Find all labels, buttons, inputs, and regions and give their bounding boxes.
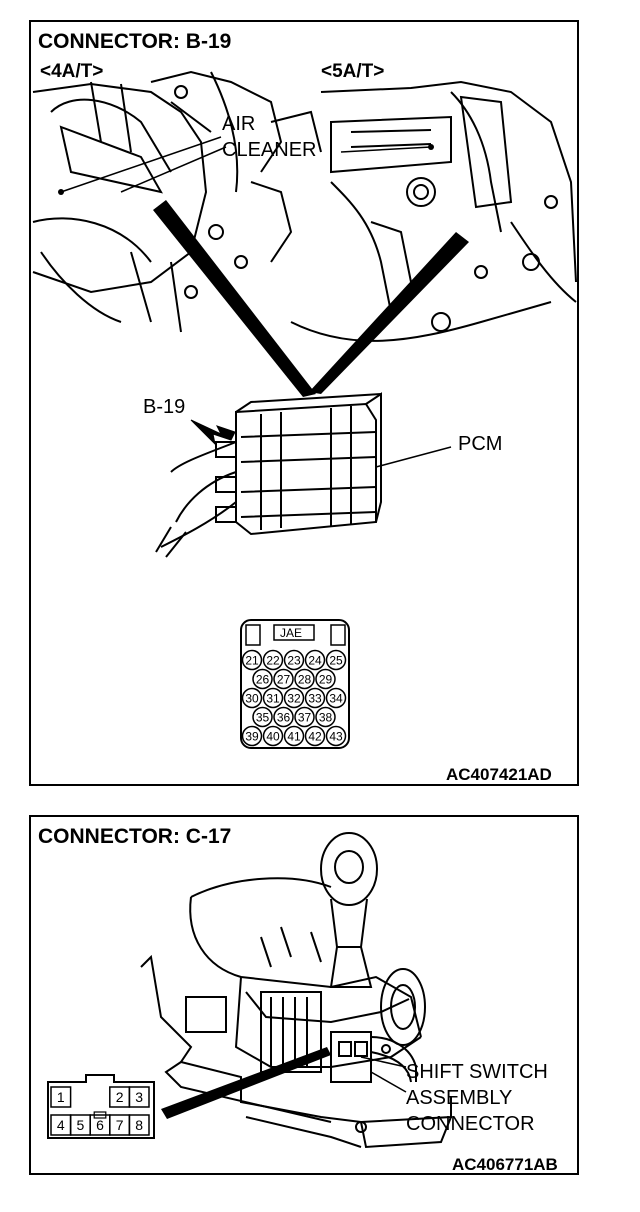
- b19-pin-circle: [315, 668, 336, 690]
- panel-title: CONNECTOR: C-17: [38, 825, 232, 848]
- b19-pin-number: 34: [329, 692, 343, 706]
- b19-pin-circle: [304, 687, 326, 709]
- b19-pin-circle: [262, 649, 284, 671]
- b19-pin-number: 21: [245, 654, 259, 668]
- shift-switch-callout-line1: SHIFT SWITCH: [406, 1061, 548, 1083]
- variant-label-5at: <5A/T>: [321, 61, 385, 82]
- shift-switch-callout-line2: ASSEMBLY: [406, 1087, 513, 1109]
- b19-pin-number: 35: [256, 711, 270, 725]
- b19-arrow: [190, 419, 236, 446]
- connector-maker-label: JAE: [280, 626, 303, 640]
- connector-b19-panel: CONNECTOR: B-19 <4A/T> <5A/T>: [29, 20, 579, 786]
- engine-bay-linework: [32, 70, 577, 342]
- b19-pin-number: 29: [319, 673, 333, 687]
- variant-label-4at: <4A/T>: [40, 61, 104, 82]
- figure-code: AC407421AD: [446, 765, 552, 784]
- shift-switch-callout-line3: CONNECTOR: [406, 1113, 535, 1135]
- air-cleaner-label-line2: CLEANER: [222, 139, 317, 161]
- pointer-wedge-right: [309, 232, 469, 394]
- b19-pin-number: 36: [277, 711, 291, 725]
- b19-pin-number: 33: [308, 692, 322, 706]
- b19-pin-circle: [241, 725, 263, 747]
- b19-pin-circle: [304, 725, 326, 747]
- figure-code: AC406771AB: [452, 1155, 558, 1174]
- c17-pin-number: 7: [116, 1117, 124, 1133]
- b19-callout-label: B-19: [143, 396, 186, 418]
- connector-c17-panel: CONNECTOR: C-17: [29, 815, 579, 1175]
- panel-title: CONNECTOR: B-19: [38, 30, 232, 53]
- c17-pin-cell: [128, 1086, 150, 1108]
- c17-pin-number: 3: [135, 1089, 143, 1105]
- c17-pin-number: 1: [57, 1089, 65, 1105]
- c17-pin-number: 2: [116, 1089, 124, 1105]
- c17-pin-number: 4: [57, 1117, 65, 1133]
- b19-pin-circle: [315, 706, 336, 728]
- b19-pin-circle: [273, 706, 294, 728]
- c17-pin-number: 8: [135, 1117, 143, 1133]
- b19-pin-grid: 21 22 23 24 25 26 27 28 29 30 31 32 33 34 35 36 37 38 39 40…: [241, 649, 347, 747]
- b19-pin-circle: [283, 649, 305, 671]
- b19-pin-number: 22: [266, 654, 280, 668]
- b19-pin-number: 37: [298, 711, 312, 725]
- air-cleaner-label-line1: AIR: [222, 113, 256, 135]
- c17-pin-number: 6: [96, 1117, 104, 1133]
- b19-pin-number: 31: [266, 692, 280, 706]
- b19-pin-number: 43: [329, 730, 343, 744]
- b19-pin-circle: [325, 687, 347, 709]
- pointer-wedge: [161, 1047, 331, 1119]
- b19-pin-number: 30: [245, 692, 259, 706]
- pcm-callout-label: PCM: [458, 433, 503, 455]
- b19-pin-circle: [283, 725, 305, 747]
- c17-pin-number: 5: [77, 1117, 85, 1133]
- b19-pin-number: 28: [298, 673, 312, 687]
- b19-pin-circle: [262, 725, 284, 747]
- b19-pin-number: 25: [329, 654, 343, 668]
- b19-pin-number: 27: [277, 673, 291, 687]
- b19-pin-circle: [262, 687, 284, 709]
- b19-pin-number: 38: [319, 711, 333, 725]
- b19-pin-circle: [325, 725, 347, 747]
- b19-pin-circle: [294, 706, 315, 728]
- b19-pin-number: 40: [266, 730, 280, 744]
- b19-pin-circle: [294, 668, 315, 690]
- b19-pin-number: 26: [256, 673, 270, 687]
- b19-pin-circle: [241, 649, 263, 671]
- pcm-leader: [375, 446, 452, 468]
- b19-pin-number: 41: [287, 730, 301, 744]
- pcm-module-drawing: [155, 392, 382, 558]
- b19-pin-number: 32: [287, 692, 301, 706]
- b19-pin-number: 23: [287, 654, 301, 668]
- b19-pin-circle: [252, 668, 273, 690]
- air-cleaner-leaders: [60, 136, 432, 193]
- b19-pin-circle: [241, 687, 263, 709]
- pointer-wedge-left: [153, 200, 316, 397]
- b19-pin-circle: [252, 706, 273, 728]
- b19-pin-number: 42: [308, 730, 322, 744]
- b19-pin-number: 24: [308, 654, 322, 668]
- engine-bay-illustration: [32, 70, 577, 558]
- c17-pin-cell: [128, 1114, 150, 1136]
- b19-connector-face: 21 22 23 24 25 26 27 28 29 30 31 32 33 34 35 36 37 38 39 40…: [240, 619, 350, 749]
- b19-pin-number: 39: [245, 730, 259, 744]
- b19-pin-circle: [273, 668, 294, 690]
- b19-pin-circle: [325, 649, 347, 671]
- c17-pin-cell: [50, 1086, 72, 1108]
- b19-pin-circle: [304, 649, 326, 671]
- b19-pin-circle: [283, 687, 305, 709]
